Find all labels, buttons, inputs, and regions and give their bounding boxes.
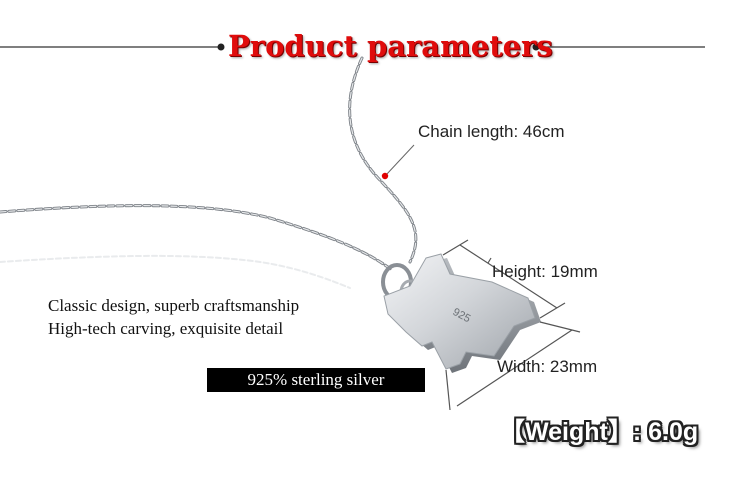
height-spec: Height: 19mm <box>492 262 598 281</box>
material-badge: 925% sterling silver <box>207 368 425 392</box>
width-dimension <box>445 321 581 411</box>
pendant: 925 <box>383 253 541 373</box>
page-title: Product parameters <box>228 29 553 63</box>
header-dot-left <box>217 43 225 51</box>
header-dot-right <box>532 43 540 51</box>
chain-length-pointer <box>385 144 415 176</box>
chain <box>0 56 418 289</box>
height-dimension <box>442 239 566 319</box>
description-line-1: Classic design, superb craftsmanship <box>48 296 300 315</box>
chain-length-spec: Chain length: 46cm <box>418 122 565 141</box>
description-line-2: High-tech carving, exquisite detail <box>48 319 284 338</box>
chain-length-marker-dot <box>381 172 389 180</box>
weight-spec: 【Weight】: 6.0g <box>500 418 699 446</box>
width-spec: Width: 23mm <box>497 357 598 376</box>
